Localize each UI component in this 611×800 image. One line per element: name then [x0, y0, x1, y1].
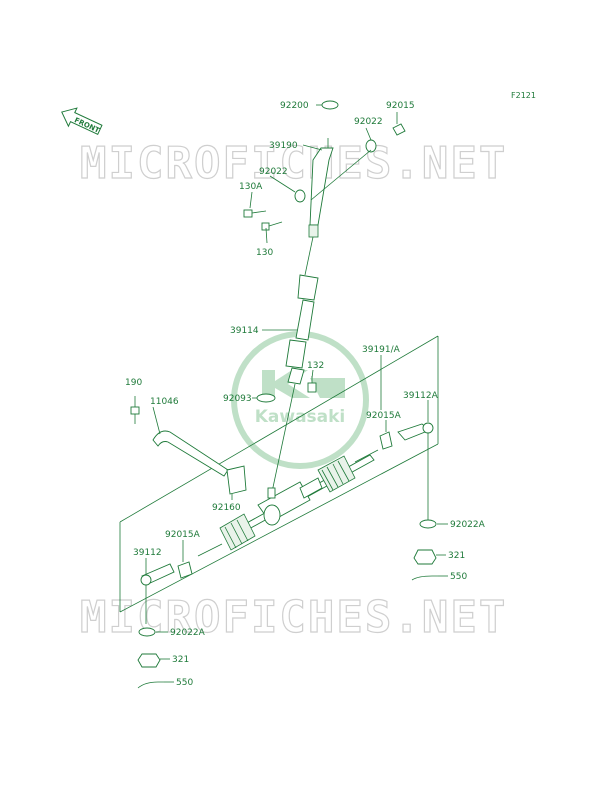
- bracket-11046: [152, 430, 229, 477]
- bushing-92160: [226, 465, 247, 495]
- label-550-right: 550: [450, 572, 467, 582]
- washer-92022A-right: [419, 519, 437, 529]
- nut-92015A-right: [379, 431, 393, 450]
- label-39114: 39114: [230, 326, 259, 336]
- label-92022-mid: 92022: [259, 167, 288, 177]
- label-321-right: 321: [448, 551, 465, 561]
- steering-rack: [197, 449, 379, 557]
- label-39112: 39112: [133, 548, 162, 558]
- leader-11046: [152, 406, 161, 435]
- nut-321-right: [413, 549, 437, 565]
- label-132: 132: [307, 361, 324, 371]
- label-92022A-left: 92022A: [170, 628, 206, 638]
- label-321-left: 321: [172, 655, 189, 665]
- label-39191A: 39191/A: [362, 345, 401, 355]
- label-92015A-left: 92015A: [165, 530, 201, 540]
- watermark-top: MICROFICHES.NET: [80, 138, 507, 189]
- leader-lines-top: [249, 104, 398, 410]
- washer-92200: [321, 100, 339, 110]
- bolt-130: [261, 221, 283, 231]
- label-130A: 130A: [239, 182, 263, 192]
- cotter-pin-550-right: [411, 575, 438, 581]
- tie-rod-end-39112A: [397, 400, 434, 520]
- label-92160: 92160: [212, 503, 241, 513]
- label-11046: 11046: [150, 397, 179, 407]
- boot-right: [317, 455, 356, 493]
- label-92200: 92200: [280, 101, 309, 111]
- front-arrow-icon: FRONT: [61, 107, 103, 136]
- kawasaki-logo: Kawasaki: [231, 331, 369, 469]
- label-92015-top: 92015: [386, 101, 415, 111]
- label-39112A: 39112A: [403, 391, 439, 401]
- label-92015A-right: 92015A: [366, 411, 402, 421]
- cotter-pin-550-left: [137, 681, 164, 689]
- washer-92022A-left: [138, 627, 156, 637]
- assembly-frame: [119, 335, 439, 613]
- washer-92022-mid: [294, 189, 306, 203]
- boot-left: [219, 513, 256, 551]
- label-130: 130: [256, 248, 273, 258]
- nut-92015A-left: [177, 561, 193, 579]
- label-39190: 39190: [269, 141, 298, 151]
- figure-code: F2121: [511, 91, 536, 100]
- bolt-130A: [243, 209, 267, 218]
- nut-92015-top: [392, 123, 406, 136]
- washer-92093: [256, 393, 276, 403]
- label-190: 190: [125, 378, 142, 388]
- bolt-190: [130, 396, 140, 424]
- steering-shaft: [304, 138, 334, 276]
- label-92093: 92093: [223, 394, 252, 404]
- label-92022-top: 92022: [354, 117, 383, 127]
- label-550-left: 550: [176, 678, 193, 688]
- tie-rod-end-39112: [140, 558, 175, 624]
- universal-joint-assembly: [271, 274, 319, 493]
- nut-321-left: [137, 653, 161, 668]
- label-92022A-right: 92022A: [450, 520, 486, 530]
